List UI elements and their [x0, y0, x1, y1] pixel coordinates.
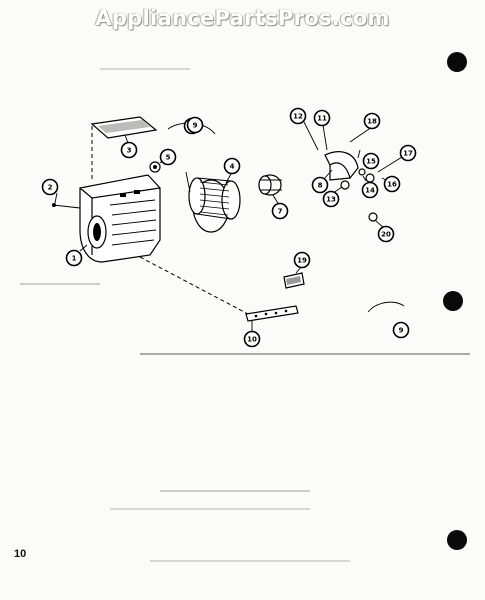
callout-label: 5 [166, 154, 171, 162]
ring-bottom [367, 301, 405, 313]
callout-label: 4 [230, 163, 235, 171]
callout-c20: 20 [377, 225, 395, 243]
scan-noise-line [160, 490, 310, 492]
scan-noise-line [100, 68, 190, 70]
callout-c5: 5 [159, 148, 177, 166]
callout-label: 7 [278, 208, 283, 216]
binder-hole-bottom [447, 530, 467, 550]
cover-plate [90, 116, 158, 139]
callout-label: 20 [381, 231, 391, 239]
hardware-15 [358, 168, 366, 176]
callout-c4: 4 [223, 157, 241, 175]
callout-c13: 13 [322, 190, 340, 208]
nut [149, 161, 161, 173]
callout-label: 9 [193, 122, 198, 130]
callout-label: 17 [403, 150, 413, 158]
hub [258, 174, 282, 196]
callout-label: 16 [387, 181, 397, 189]
callout-c14: 14 [361, 181, 379, 199]
callout-c7: 7 [271, 202, 289, 220]
hardware-17 [377, 156, 403, 173]
callout-label: 13 [326, 196, 336, 204]
callout-label: 15 [366, 158, 376, 166]
callout-c1: 1 [65, 249, 83, 267]
scan-noise-line [110, 508, 310, 510]
mounting-strip [245, 305, 299, 322]
binder-hole-top [447, 52, 467, 72]
hardware-12 [303, 121, 319, 151]
callout-c16: 16 [383, 175, 401, 193]
blower-housing [79, 174, 161, 263]
callout-c2: 2 [41, 178, 59, 196]
scan-noise-line [20, 283, 100, 285]
hardware-18 [349, 126, 373, 143]
binder-hole-middle [443, 291, 463, 311]
callout-c19: 19 [293, 251, 311, 269]
page-number: 10 [14, 548, 27, 560]
callout-c9-top: 9 [186, 116, 204, 134]
callout-c15: 15 [362, 152, 380, 170]
callout-c10: 10 [243, 330, 261, 348]
scan-noise-line [140, 353, 470, 355]
blower-wheel [185, 171, 241, 233]
callout-c18: 18 [363, 112, 381, 130]
callout-label: 3 [127, 147, 132, 155]
watermark: AppliancePartsPros.com [95, 6, 390, 30]
motor-bracket [324, 151, 359, 190]
callout-label: 1 [72, 255, 77, 263]
screw [52, 203, 81, 209]
hardware-11 [322, 124, 328, 151]
callout-label: 2 [48, 184, 53, 192]
callout-c8: 8 [311, 176, 329, 194]
callout-c11: 11 [313, 109, 331, 127]
callout-c17: 17 [399, 144, 417, 162]
callout-c12: 12 [289, 107, 307, 125]
callout-label: 9 [399, 327, 404, 335]
callout-label: 19 [297, 257, 307, 265]
callout-label: 12 [293, 113, 303, 121]
callout-label: 11 [317, 115, 327, 123]
clip [283, 272, 305, 289]
scan-noise-line [150, 560, 350, 562]
callout-label: 10 [247, 336, 257, 344]
callout-label: 14 [365, 187, 375, 195]
callout-c3: 3 [120, 141, 138, 159]
callout-c9-bottom: 9 [392, 321, 410, 339]
callout-label: 8 [318, 182, 323, 190]
callout-label: 18 [367, 118, 377, 126]
